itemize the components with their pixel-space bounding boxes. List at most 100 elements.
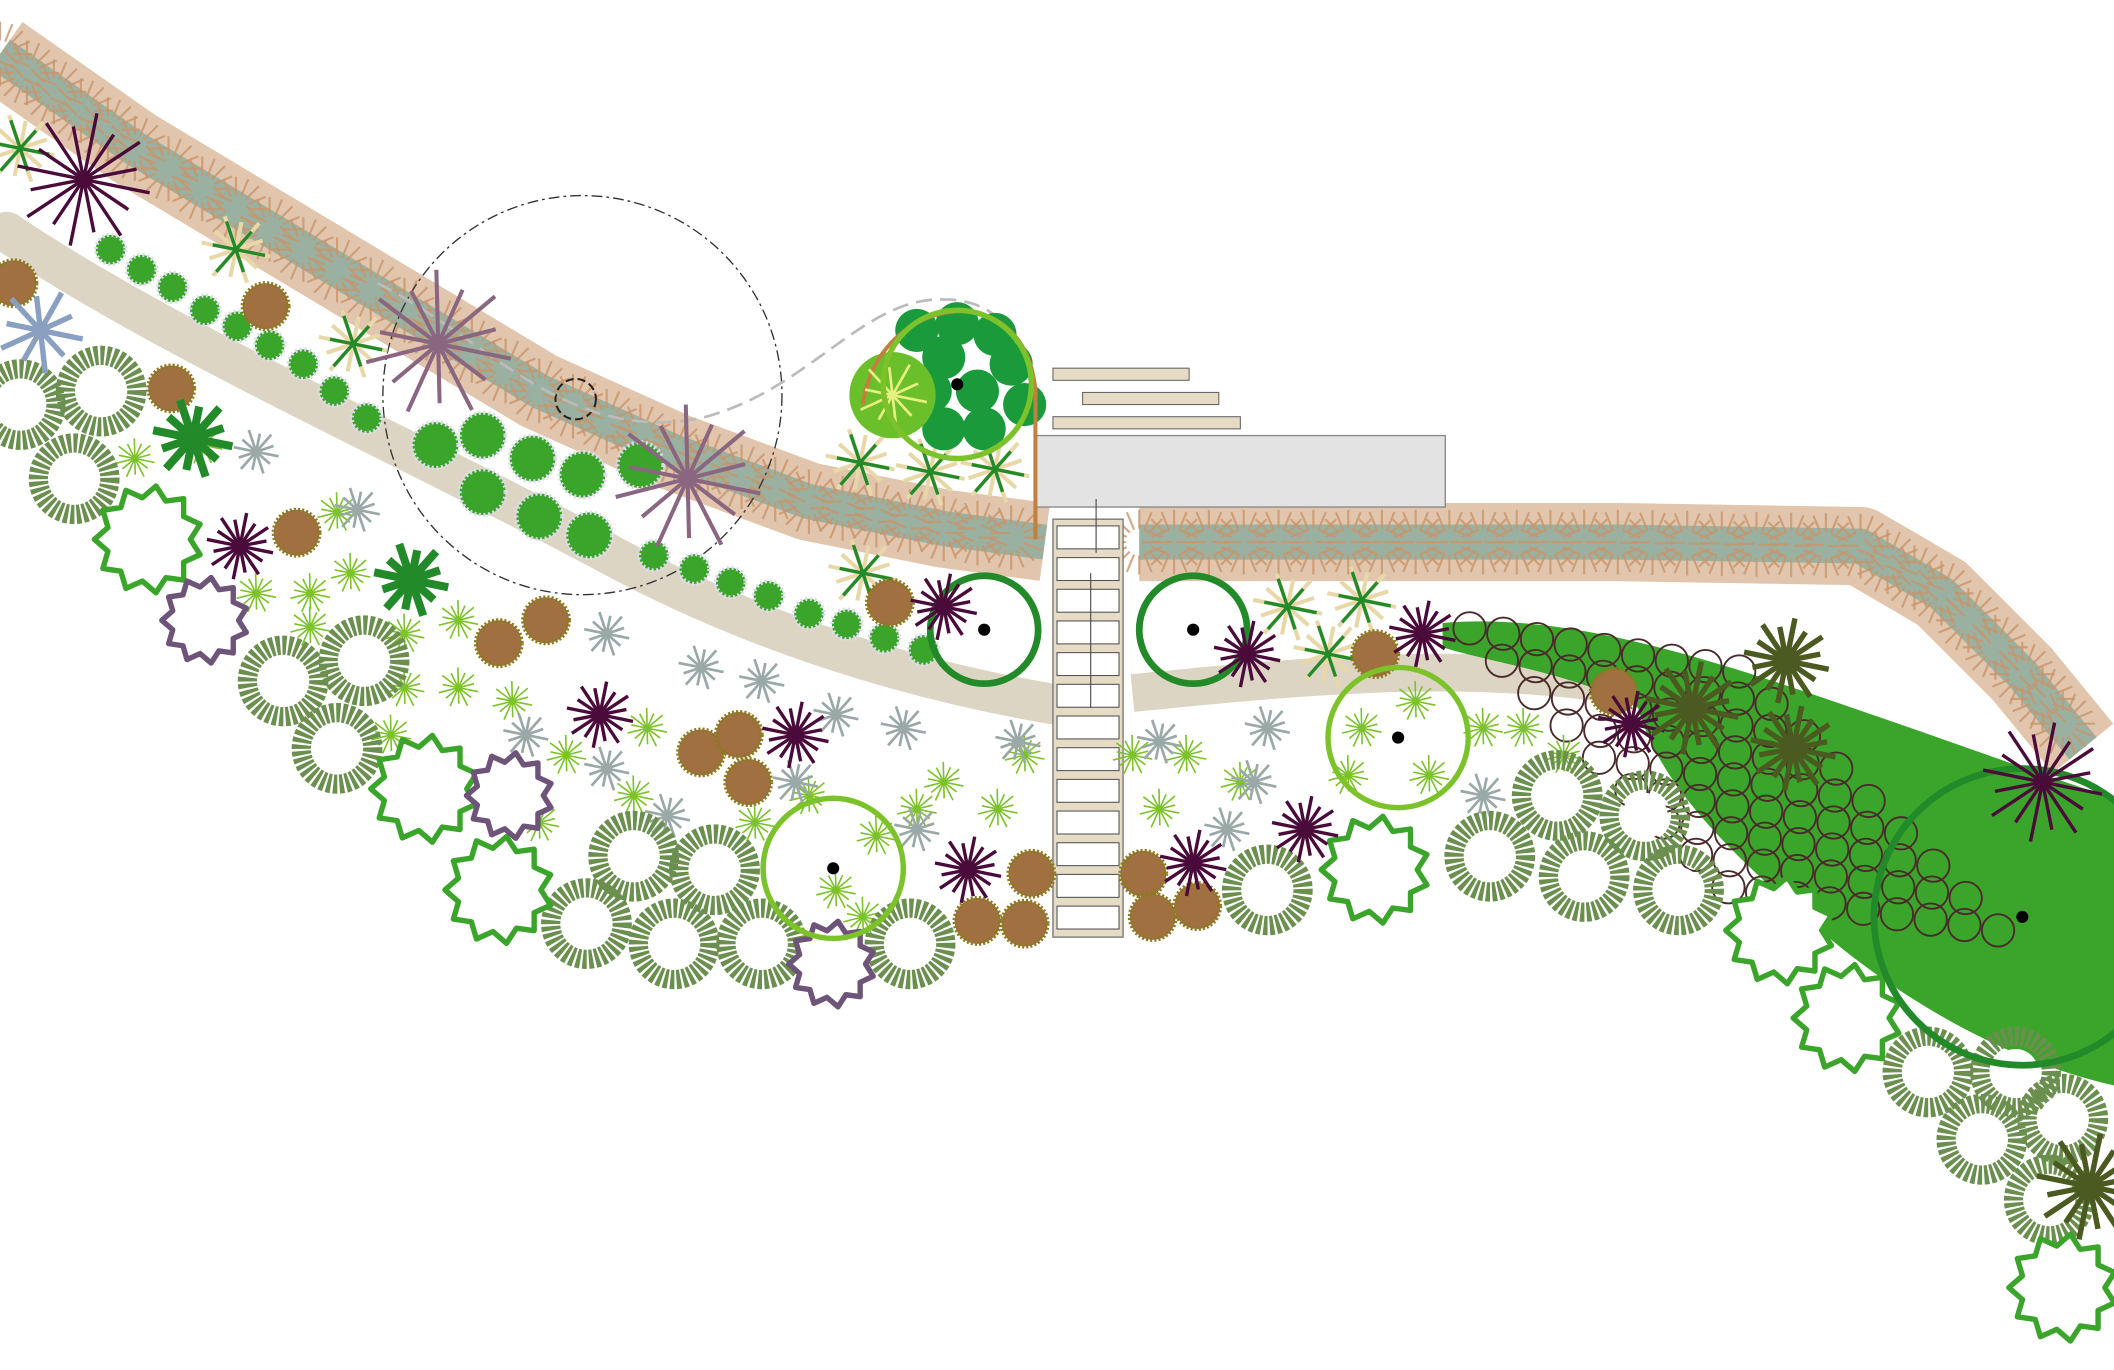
hedge-plant — [1758, 512, 1824, 578]
stair-step — [1056, 810, 1120, 835]
hedge-plant — [540, 373, 606, 439]
dotted-green-shrub-icon — [713, 565, 748, 600]
brown-round-shrub-icon — [723, 757, 774, 808]
grey-star-plant-icon — [1231, 759, 1277, 805]
groundcover-plant — [1552, 654, 1587, 689]
hedge-plant — [2010, 666, 2075, 732]
tree-canopy-icon — [849, 302, 1047, 540]
hedge-plant — [1315, 509, 1381, 575]
hedge-plant — [1450, 509, 1516, 575]
brown-round-shrub-icon — [676, 727, 727, 778]
groundcover-plant — [1549, 708, 1584, 743]
dark-purple-star-icon — [1388, 600, 1456, 668]
lime-starburst-icon — [492, 680, 533, 720]
groundcover-plant — [1916, 848, 1951, 883]
lime-starburst-icon — [290, 606, 331, 646]
brown-round-shrub-icon — [952, 895, 1003, 946]
tree-trunk-marker — [951, 378, 964, 391]
grey-star-plant-icon — [995, 719, 1041, 764]
ring-burst-shrub-icon — [318, 615, 410, 707]
olive-star-plant-icon — [1743, 617, 1830, 704]
hedge-plant — [1828, 513, 1893, 579]
tree-trunk-marker — [1392, 731, 1405, 744]
groundcover-plant — [1587, 632, 1622, 668]
canopy-outline-icon — [880, 307, 1035, 462]
wavy-ring-shrub-icon — [463, 750, 554, 841]
hedge-plant — [1793, 513, 1859, 578]
house-roof — [1034, 434, 1446, 508]
brown-round-shrub-icon — [864, 577, 915, 628]
wavy-ring-shrub-icon — [368, 732, 480, 845]
dotted-green-shrub-icon — [792, 596, 826, 631]
groundcover-plant — [1581, 740, 1617, 775]
dark-purple-star-icon — [566, 681, 634, 749]
dark-purple-star-icon — [762, 701, 829, 769]
grey-star-plant-icon — [1244, 705, 1291, 751]
ring-burst-shrub-icon — [0, 359, 66, 450]
stair-step — [1056, 620, 1120, 645]
groundcover-plant — [1781, 826, 1816, 862]
groundcover-plant — [1583, 713, 1618, 748]
deck-board — [1082, 391, 1220, 406]
groundcover-plant — [1816, 805, 1851, 840]
ring-burst-shrub-icon — [237, 635, 329, 727]
dashed-canopy-circle — [382, 194, 783, 596]
hedge-plant — [1246, 509, 1311, 575]
groundcover-plant — [1550, 681, 1586, 716]
ring-burst-shrub-icon — [1538, 831, 1630, 922]
green-star-plant-icon — [836, 433, 890, 486]
brown-round-shrub-icon — [473, 618, 524, 669]
dark-purple-star-icon — [1982, 722, 2103, 842]
groundcover-plant — [1817, 778, 1853, 813]
brown-round-shrub-icon — [1127, 891, 1178, 942]
groundcover-plant — [1883, 816, 1919, 851]
lime-starburst-icon — [1395, 680, 1436, 720]
grey-star-plant-icon — [813, 692, 859, 737]
groundcover-plant — [1486, 616, 1521, 651]
hedge-plant — [877, 489, 943, 555]
lime-starburst-icon — [977, 788, 1018, 828]
hedge-plant — [1211, 509, 1277, 575]
tree-trunk-marker — [2016, 910, 2029, 923]
ring-burst-shrub-icon — [1511, 750, 1603, 841]
groundcover-plant — [1846, 891, 1881, 926]
dashed-trunk-circle — [554, 377, 597, 421]
ring-burst-shrub-icon — [1882, 1026, 1974, 1118]
groundcover-plant — [1813, 859, 1848, 894]
stair-step — [1056, 873, 1120, 898]
stair-step — [1056, 588, 1120, 613]
lime-starburst-icon — [317, 492, 358, 532]
dotted-green-shrub-icon — [457, 410, 508, 461]
lime-starburst-icon — [546, 734, 587, 774]
grey-star-plant-icon — [583, 611, 630, 656]
green-star-plant-icon — [1263, 578, 1317, 631]
green-star-plant-icon — [212, 220, 266, 273]
hedge-plant — [1176, 509, 1242, 575]
groundcover-plant — [1484, 643, 1520, 678]
lime-starburst-icon — [627, 707, 668, 747]
groundcover-plant — [1553, 627, 1588, 662]
hedge-plant — [1551, 509, 1617, 575]
grey-star-plant-icon — [880, 705, 927, 751]
green-star-plant-icon — [1338, 571, 1392, 624]
lime-starburst-icon — [923, 761, 964, 801]
hedge-plant — [1585, 509, 1651, 575]
hedge-plant — [945, 500, 1010, 566]
ring-burst-shrub-icon — [2017, 1073, 2109, 1165]
ring-burst-shrub-icon — [1599, 770, 1691, 862]
hedge-plant — [776, 469, 842, 535]
tree-trunk-marker — [1187, 623, 1200, 636]
groundcover-plant — [1948, 880, 1983, 916]
lime-starburst-icon — [1112, 734, 1153, 774]
dashed-canopy-outline — [376, 282, 1033, 424]
lime-starburst-icon — [330, 552, 371, 592]
dotted-green-shrub-icon — [457, 467, 508, 518]
wavy-ring-shrub-icon — [786, 918, 876, 1010]
brown-round-shrub-icon — [1172, 881, 1223, 932]
groundcover-plant — [1747, 821, 1782, 856]
groundcover-plant — [1680, 810, 1715, 846]
dotted-green-shrub-icon — [252, 328, 287, 363]
brown-round-shrub-icon — [1006, 848, 1057, 899]
deck-board — [1052, 367, 1190, 381]
dark-purple-star-icon — [1271, 795, 1339, 863]
